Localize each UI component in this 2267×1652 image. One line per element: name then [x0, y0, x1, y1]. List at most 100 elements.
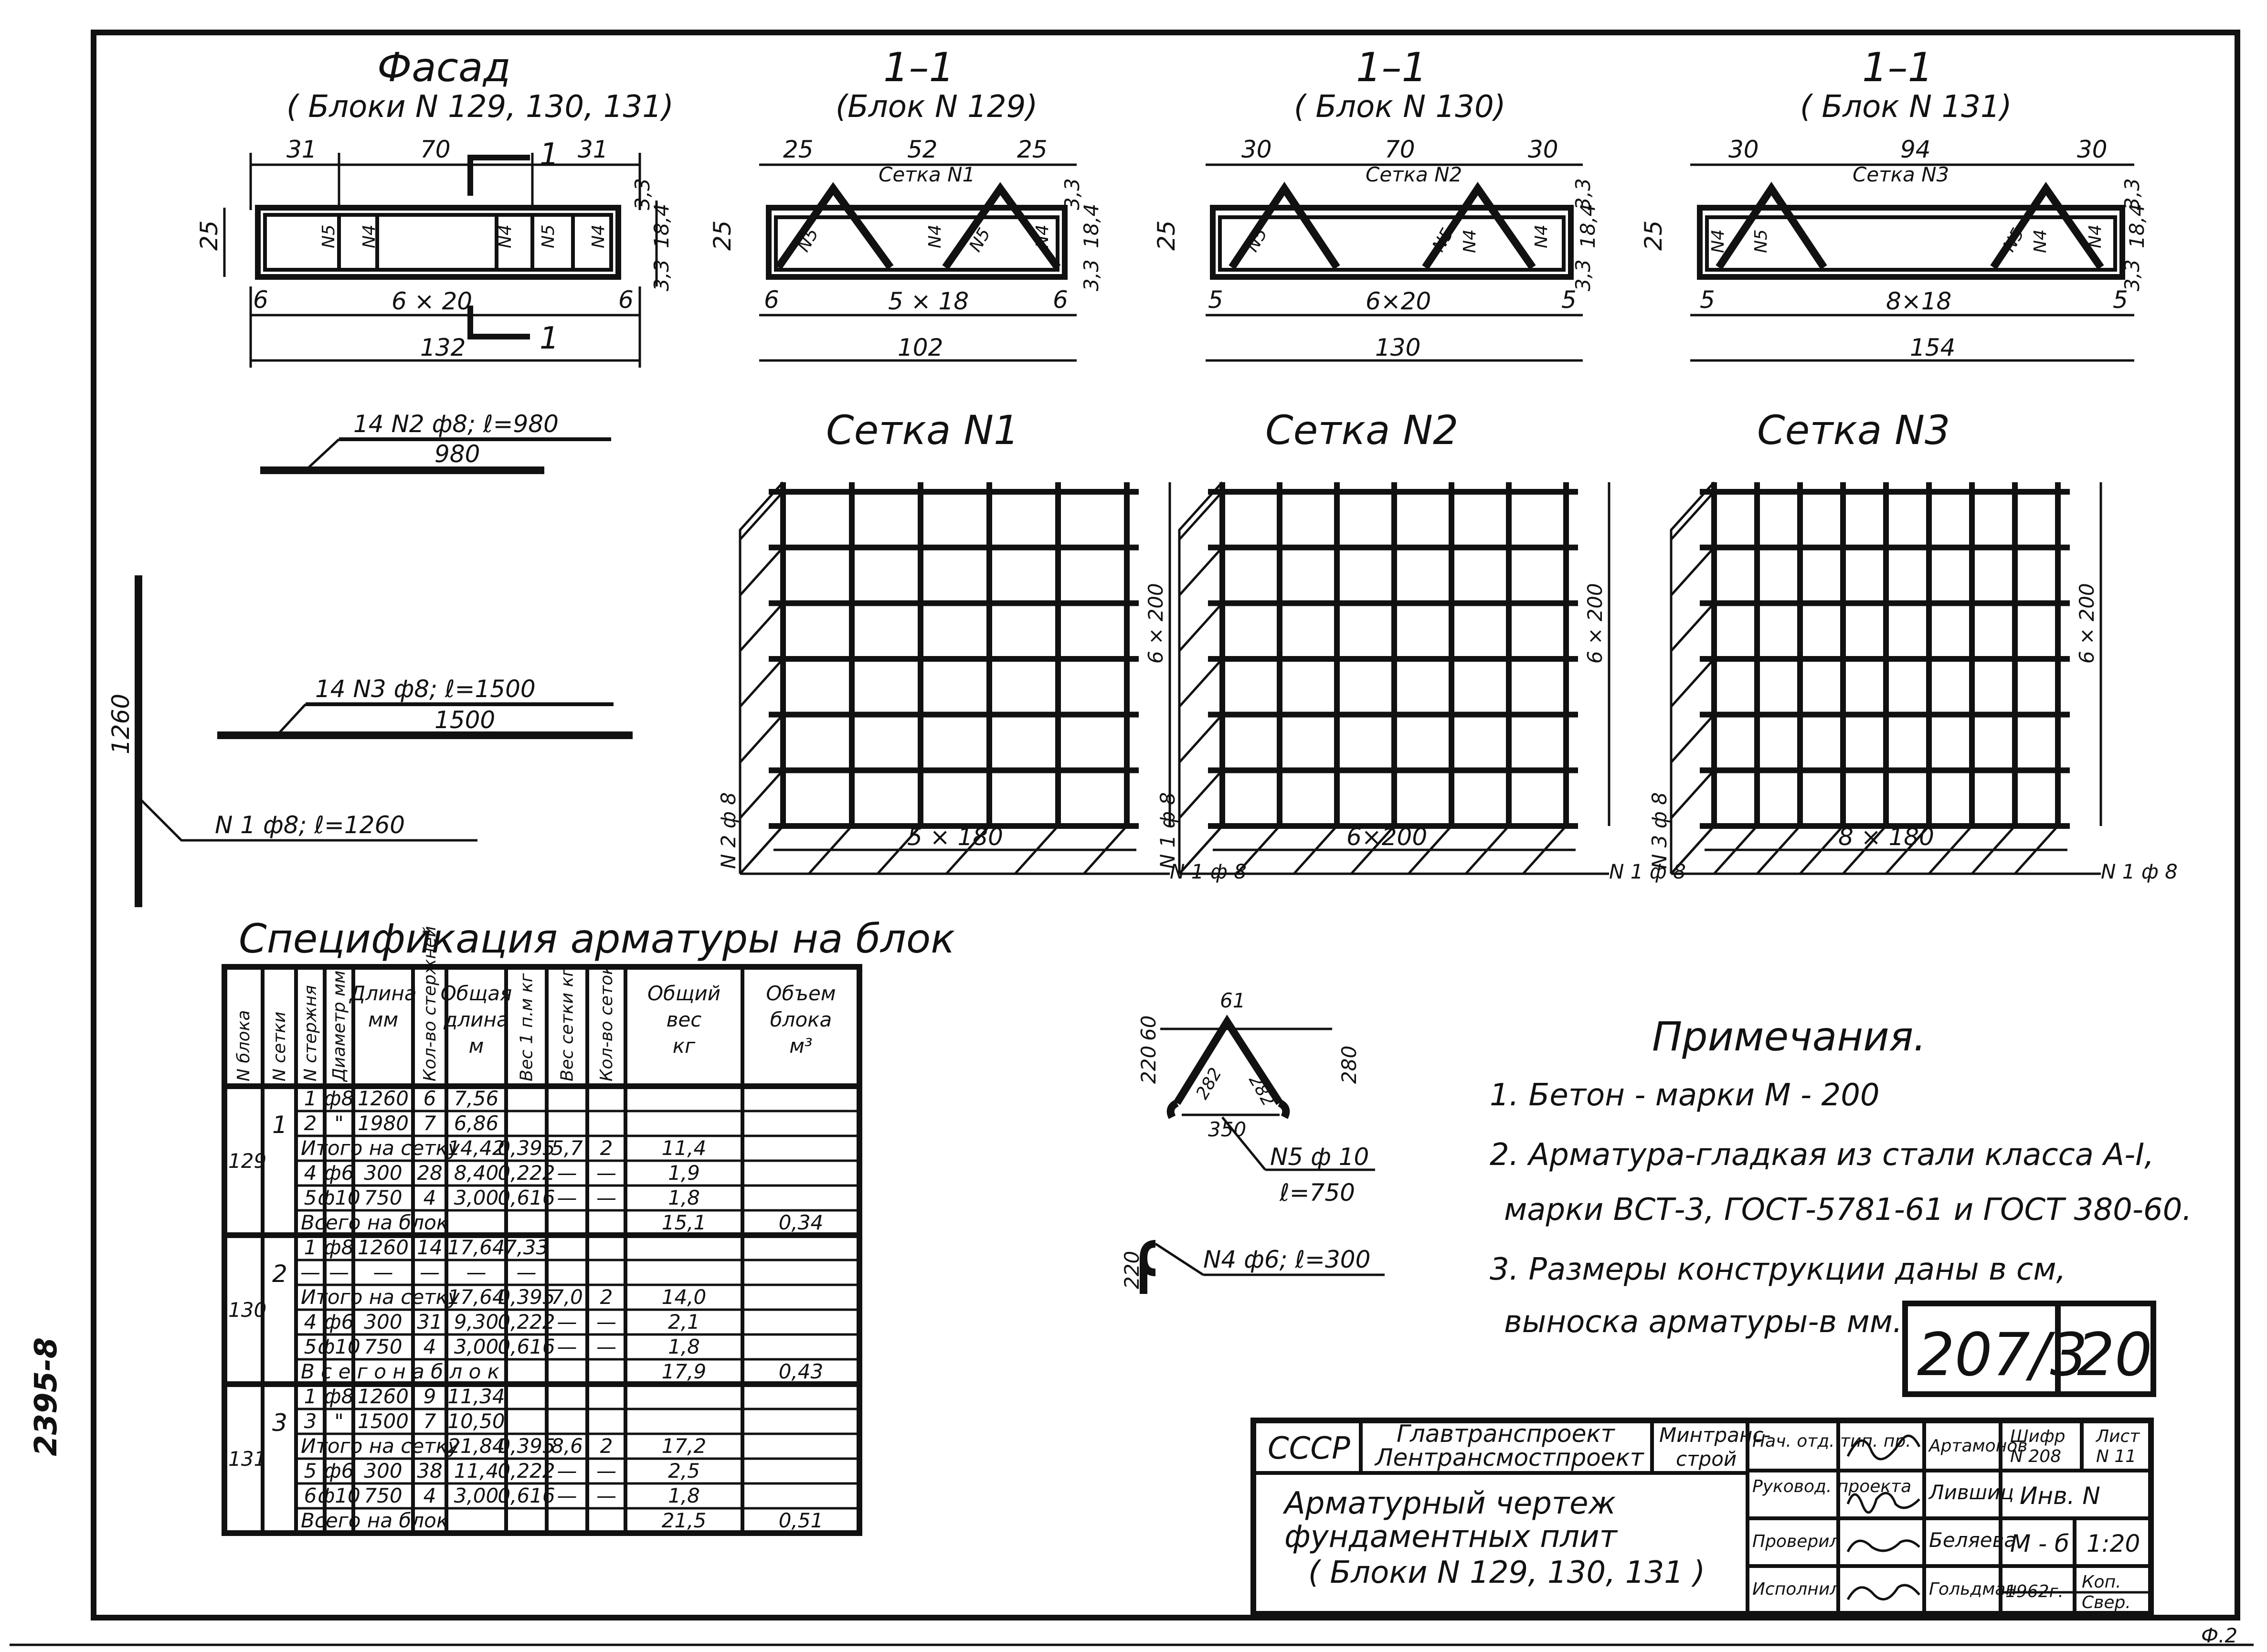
mesh-side-bar: [1670, 658, 1715, 708]
tb-title-3: ( Блоки N 129, 130, 131 ): [1308, 1555, 1705, 1590]
spec-cell: 1260: [358, 1385, 409, 1408]
spec-header-1: N сетки: [270, 1012, 289, 1081]
bar-n5-left-b: 60: [1137, 1016, 1160, 1041]
section-131-dim-top-3: 30: [2077, 136, 2108, 163]
spec-cell: 3,00: [454, 1186, 499, 1209]
mesh-side: [739, 481, 784, 874]
facade-dim-top-right: 31: [578, 136, 608, 163]
spec-header-7: Вес 1 п.м кг: [517, 973, 537, 1081]
section-131-dim-r2: 18,4: [2125, 203, 2149, 248]
section-131-tag-4: N4: [2031, 229, 2050, 253]
spec-cell: 4: [424, 1335, 436, 1358]
section-129-dim-r3: 3,3: [1080, 259, 1103, 291]
spec-cell: ": [334, 1409, 343, 1433]
spec-cell: 0,222: [498, 1459, 555, 1483]
section-131-dim-total: 154: [1910, 334, 1955, 361]
spec-cell: 4: [304, 1161, 317, 1185]
bar-n5-base: 350: [1208, 1118, 1246, 1141]
bar-n3-length: 1500: [434, 706, 495, 734]
spec-cell: —: [596, 1161, 616, 1185]
mesh-side-bar: [739, 769, 784, 819]
section-130-dim-b3: 5: [1561, 286, 1577, 314]
bar-n4: 220 N4 ф6; ℓ=300: [1120, 1240, 1385, 1294]
spec-cell: 0,51: [779, 1509, 824, 1532]
series-number: 207/3: [1917, 1321, 2087, 1389]
spec-cell: —: [557, 1484, 577, 1507]
spec-cell: 5: [304, 1459, 317, 1483]
tb-sheet: N 11: [2096, 1447, 2136, 1466]
mesh-side-bar: [1178, 658, 1223, 708]
spec-cell: 4: [424, 1484, 436, 1507]
spec-cell: 750: [364, 1335, 402, 1358]
mesh-3-title: Сетка N3: [1757, 407, 1950, 454]
spec-cell: ф6: [324, 1161, 354, 1185]
spec-cell: 3,00: [454, 1484, 499, 1507]
mesh-side-bar: [739, 546, 784, 596]
spec-cell: 2: [600, 1434, 613, 1458]
section-129-dim-top-2: 52: [907, 136, 938, 163]
bar-n5-slope-r: 282: [1245, 1071, 1278, 1110]
spec-cell: —: [373, 1260, 393, 1284]
section-130-title: 1–1: [1356, 44, 1427, 91]
spec-cell: 9: [424, 1385, 436, 1408]
spec-header-6: м: [469, 1034, 484, 1058]
section-130-dim-total: 130: [1375, 334, 1420, 361]
tb-copy2: Свер.: [2082, 1593, 2131, 1612]
section-131-dim-b3: 5: [2113, 286, 2128, 314]
spec-cell: 0,616: [498, 1186, 555, 1209]
section-130-dim-top-2: 70: [1385, 136, 1415, 163]
section-130-dim-r2: 18,4: [1576, 203, 1600, 248]
spec-cell: 14,0: [662, 1285, 707, 1309]
spec-cell: 4: [424, 1186, 436, 1209]
section-131-dim-height: 25: [1640, 220, 1667, 251]
spec-cell: 0,222: [498, 1161, 555, 1185]
spec-cell: 0,43: [779, 1360, 824, 1383]
spec-cell: 38: [417, 1459, 442, 1483]
section-131-dim-top-1: 30: [1728, 136, 1759, 163]
mesh-1-span-v: 6 × 200: [1144, 583, 1167, 664]
spec-cell: 17,2: [662, 1434, 707, 1458]
mesh-side: [1670, 481, 1715, 874]
spec-cell: 2: [600, 1136, 613, 1160]
facade-tag-1: N5: [319, 224, 339, 248]
spec-cell: 6: [304, 1484, 317, 1507]
facade-tag-3: N4: [496, 224, 515, 248]
mesh-side-bar: [739, 713, 784, 763]
spec-cell: 21,5: [662, 1509, 707, 1532]
mesh-side-bar: [1670, 825, 1715, 875]
mesh-1-span-h: 5 × 180: [907, 823, 1003, 851]
spec-cell: 3: [304, 1409, 317, 1433]
spec-cell: —: [329, 1260, 349, 1284]
mesh-side-bar: [739, 658, 784, 708]
signature-2: [1846, 1492, 1920, 1514]
spec-cell: —: [466, 1260, 487, 1284]
spec-cell: 7,56: [454, 1087, 499, 1110]
mesh-side-bar: [1178, 713, 1223, 763]
mesh-side-bar: [1178, 602, 1223, 652]
facade-dim-edge-l: 6: [253, 286, 268, 314]
section-131-dim-r1: 3,3: [2120, 178, 2144, 210]
spec-header-4: Длина: [349, 982, 416, 1005]
mesh-side-bar: [1178, 546, 1223, 596]
spec-cell: 300: [364, 1161, 402, 1185]
section-130-mesh-label: Сетка N2: [1366, 163, 1462, 186]
section-129-dim-total: 102: [898, 334, 943, 361]
bar-n4-size: 220: [1120, 1251, 1144, 1289]
spec-cell: 300: [364, 1310, 402, 1334]
spec-cell: Всего на блок: [301, 1211, 449, 1234]
spec-cell: —: [300, 1260, 320, 1284]
facade-title: Фасад: [377, 44, 511, 91]
spec-cell: 14,42: [447, 1136, 505, 1160]
bar-n5-left-a: 220: [1137, 1046, 1160, 1084]
facade-dim-r1: 3,3: [631, 178, 654, 210]
spec-cell: Итого на сетку: [301, 1434, 460, 1458]
note-3: 3. Размеры конструкции даны в см,: [1490, 1252, 2066, 1287]
facade-section-mark-1: 1: [540, 137, 559, 172]
spec-cell: 21,84: [447, 1434, 505, 1458]
bar-n2-label: 14 N2 ф8; ℓ=980: [353, 410, 559, 438]
section-129-dim-top-1: 25: [783, 136, 814, 163]
facade-dim-top-mid: 70: [420, 136, 451, 163]
section-130-tag-3: N4: [1460, 229, 1480, 253]
tb-role-4: Исполнил: [1752, 1579, 1841, 1599]
